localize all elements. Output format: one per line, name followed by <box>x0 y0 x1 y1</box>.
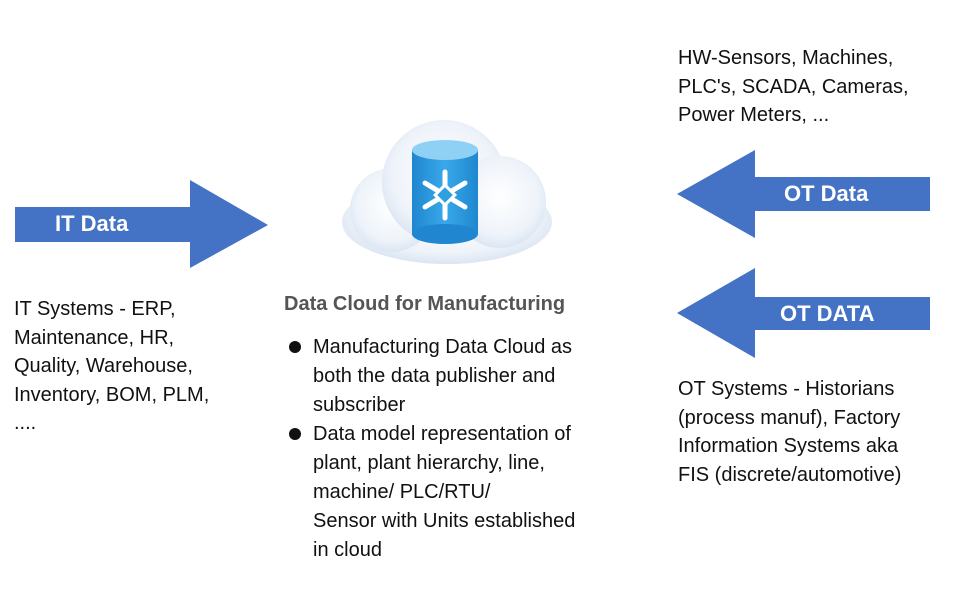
ot-data-label-bottom: OT DATA <box>780 301 875 326</box>
bullet-item: Manufacturing Data Cloud as both the dat… <box>288 333 575 420</box>
bullet-line: Sensor with Units established <box>313 510 576 532</box>
it-systems-line: .... <box>14 412 37 434</box>
ot-systems-line: (process manuf), Factory <box>678 406 901 429</box>
ot-systems-text: OT Systems - Historians (process manuf),… <box>678 375 901 489</box>
hw-sources-line: HW-Sensors, Machines, <box>678 47 894 69</box>
ot-data-arrow-bottom <box>677 268 930 358</box>
ot-data-label-top: OT Data <box>784 181 869 206</box>
center-bullet-list: Manufacturing Data Cloud as both the dat… <box>288 333 575 565</box>
bullet-line: Manufacturing Data Cloud as <box>313 336 573 358</box>
ot-systems-line: Information Systems aka <box>678 435 899 457</box>
it-data-arrow <box>15 180 268 268</box>
bullet-item: Data model representation of plant, plan… <box>288 420 575 565</box>
it-systems-line: Quality, Warehouse, <box>14 355 193 377</box>
center-title: Data Cloud for Manufacturing <box>284 293 566 315</box>
hw-sources-line: PLC's, SCADA, Cameras, <box>678 75 909 98</box>
it-systems-text: IT Systems - ERP, Maintenance, HR, Quali… <box>14 295 209 438</box>
bullet-dot-icon <box>289 341 301 353</box>
bullet-line: plant, plant hierarchy, line, <box>313 452 545 474</box>
it-systems-line: IT Systems - ERP, <box>14 298 176 320</box>
it-systems-line: Inventory, BOM, PLM, <box>14 383 210 406</box>
hw-sources-text: HW-Sensors, Machines, PLC's, SCADA, Came… <box>678 44 909 130</box>
bullet-line: both the data publisher and <box>313 365 556 387</box>
it-data-label: IT Data <box>55 211 129 236</box>
ot-systems-line: OT Systems - Historians <box>678 378 895 400</box>
bullet-dot-icon <box>289 428 301 440</box>
ot-data-arrow-top <box>677 150 930 238</box>
bullet-line: subscriber <box>313 394 406 416</box>
cloud-database-icon <box>342 120 552 264</box>
it-systems-line: Maintenance, HR, <box>14 326 175 349</box>
ot-systems-line: FIS (discrete/automotive) <box>678 463 902 486</box>
bullet-line: Data model representation of <box>313 423 571 445</box>
bullet-line: machine/ PLC/RTU/ <box>313 481 491 503</box>
bullet-line: in cloud <box>313 539 382 561</box>
hw-sources-line: Power Meters, ... <box>678 104 830 126</box>
snowflake-database-icon <box>412 140 478 244</box>
